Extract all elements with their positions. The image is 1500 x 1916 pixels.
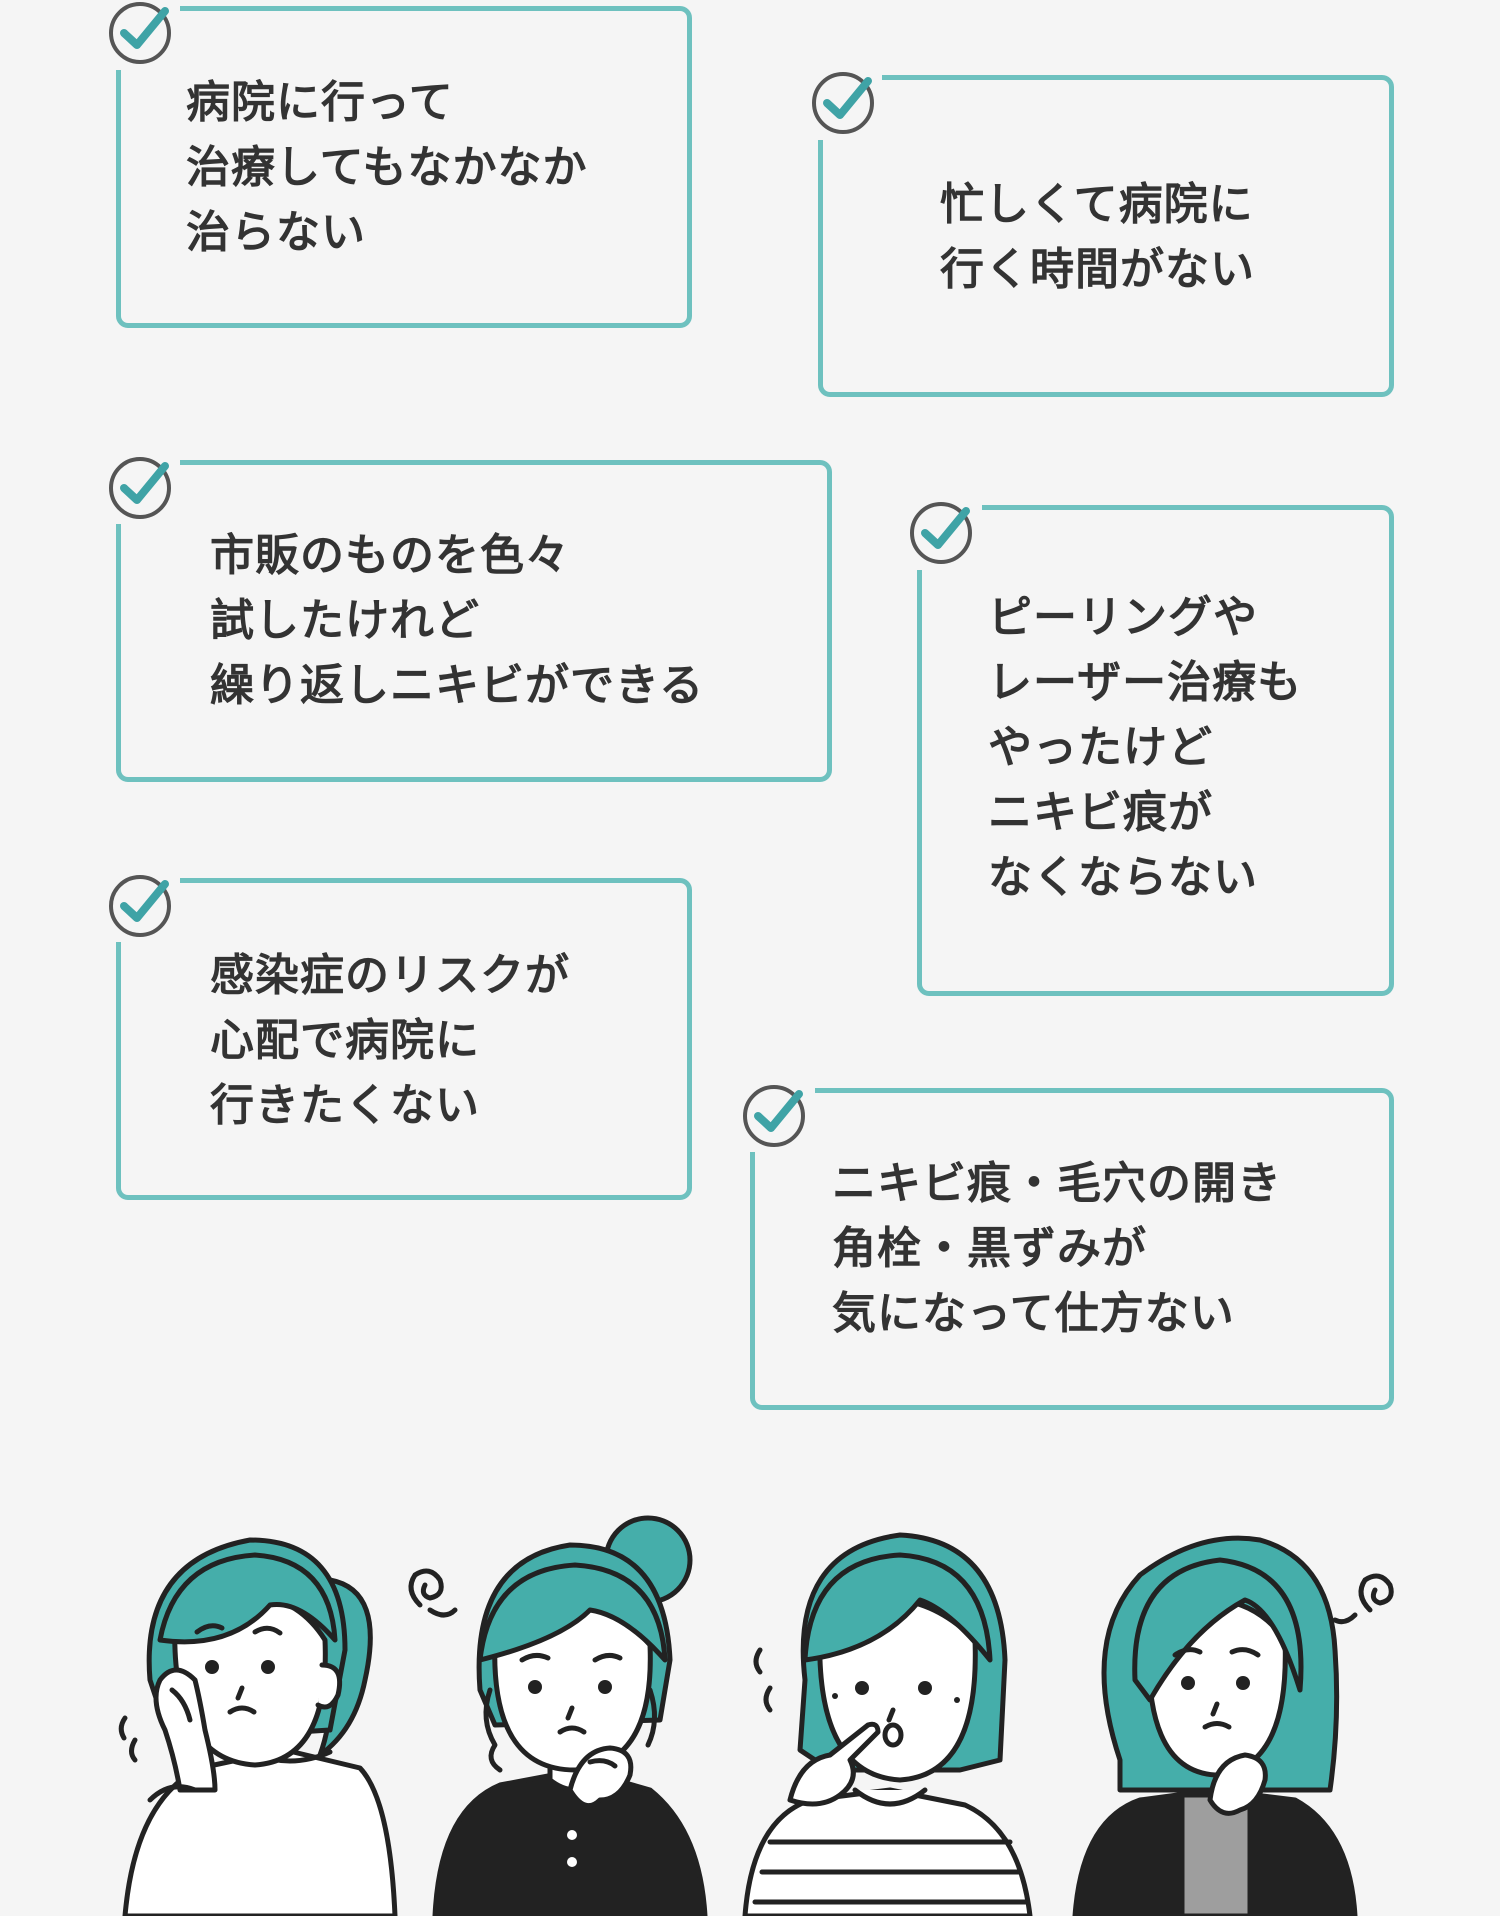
woman-3-figure bbox=[742, 1532, 1033, 1916]
concern-card-3 bbox=[116, 460, 832, 782]
check-circle-icon bbox=[109, 2, 171, 64]
concern-card-6 bbox=[750, 1088, 1394, 1410]
woman-2-figure bbox=[408, 1515, 708, 1916]
concern-card-2 bbox=[818, 75, 1394, 397]
check-circle-icon bbox=[109, 457, 171, 519]
check-circle-icon bbox=[743, 1085, 805, 1147]
concern-text-2: 忙しくて病院に 行く時間がない bbox=[940, 179, 1255, 295]
check-circle-icon bbox=[910, 502, 972, 564]
concern-text-5: 感染症のリスクが 心配で病院に 行きたくない bbox=[210, 950, 570, 1131]
concern-card-4 bbox=[917, 505, 1394, 996]
concern-card-5 bbox=[116, 878, 692, 1200]
concern-card-1 bbox=[116, 6, 692, 328]
concern-text-3: 市販のものを色々 試したけれど 繰り返しニキビができる bbox=[210, 530, 705, 711]
check-circle-icon bbox=[109, 875, 171, 937]
woman-1-figure bbox=[118, 1537, 398, 1916]
check-circle-icon bbox=[812, 72, 874, 134]
concern-text-1: 病院に行って 治療してもなかなか 治らない bbox=[186, 77, 588, 258]
concern-text-4: ピーリングや レーザー治療も やったけど ニキビ痕が なくならない bbox=[988, 592, 1303, 903]
concern-text-6: ニキビ痕・毛穴の開き 角栓・黒ずみが 気になって仕方ない bbox=[832, 1158, 1282, 1339]
worried-women-illustration bbox=[118, 1515, 1394, 1916]
woman-4-figure bbox=[1072, 1535, 1394, 1916]
